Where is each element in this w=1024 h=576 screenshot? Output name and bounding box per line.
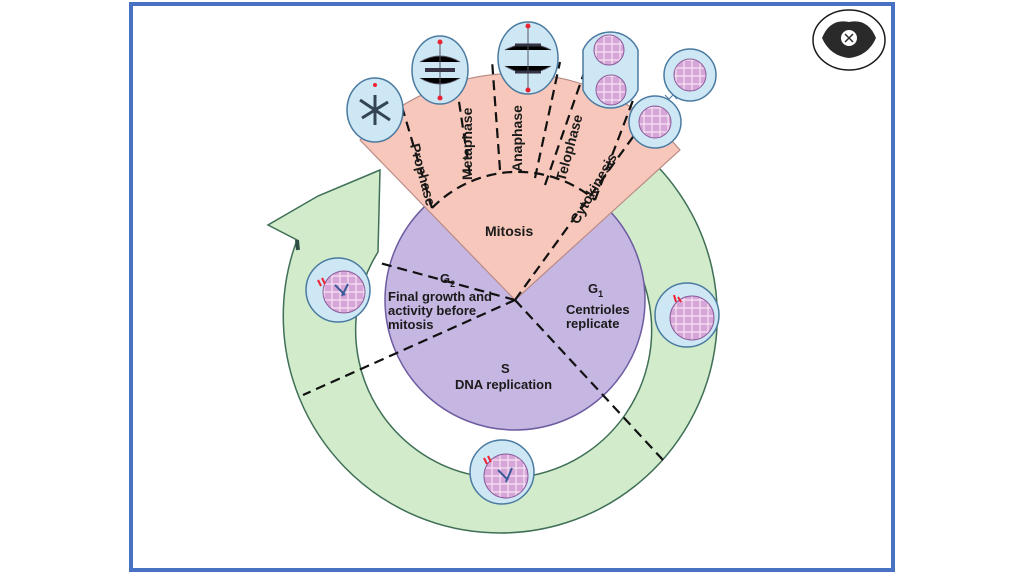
- cell-telophase-icon: [582, 31, 639, 109]
- g1-desc-2: replicate: [566, 316, 619, 331]
- cell-g2-icon: [305, 257, 371, 323]
- cell-s-icon: [469, 439, 535, 505]
- g2-title: G2: [440, 271, 455, 289]
- cell-prophase-icon: [346, 77, 404, 143]
- g2-desc-1: Final growth and: [388, 289, 492, 304]
- g1-desc-1: Centrioles: [566, 302, 630, 317]
- g1-title: G1: [588, 281, 603, 299]
- phase-dividers: [302, 59, 664, 461]
- cell-g1-icon: [654, 282, 720, 348]
- label-mitosis: Mitosis: [485, 223, 533, 239]
- cell-metaphase-icon: [411, 35, 469, 105]
- cell-anaphase-icon: [497, 21, 559, 95]
- label-metaphase: Metaphase: [459, 107, 475, 180]
- s-title: S: [501, 361, 510, 376]
- cell-cytokinesis-icon: [628, 48, 717, 149]
- s-desc: DNA replication: [455, 377, 552, 392]
- g2-desc-3: mitosis: [388, 317, 434, 332]
- cell-cycle-ring: [266, 135, 719, 534]
- label-anaphase: Anaphase: [509, 105, 525, 172]
- crest-emblem-icon: [812, 9, 886, 71]
- g2-desc-2: activity before: [388, 303, 476, 318]
